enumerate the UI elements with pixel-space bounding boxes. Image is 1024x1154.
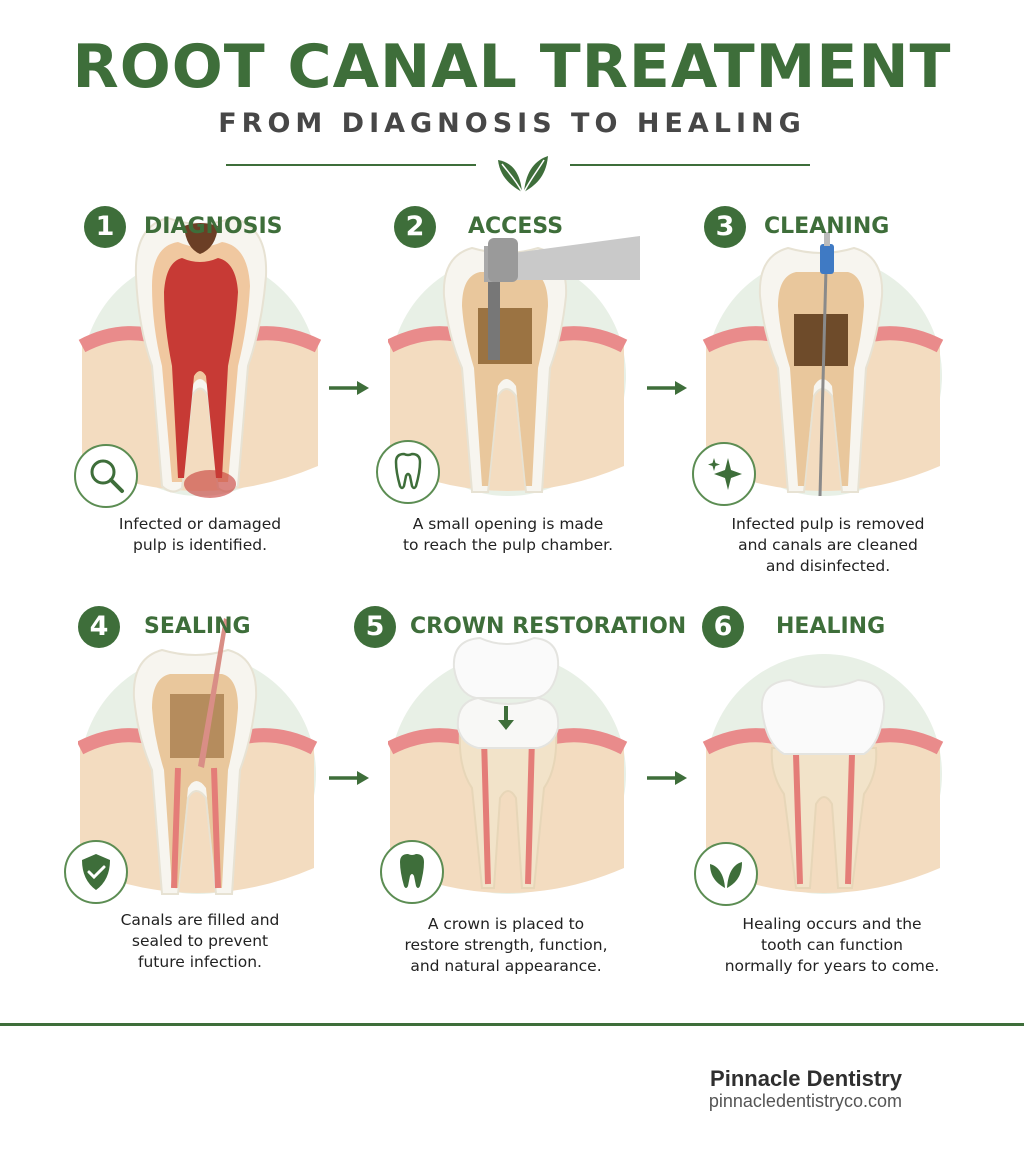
- step-title: DIAGNOSIS: [144, 214, 283, 239]
- step-title: CLEANING: [764, 214, 890, 239]
- tooth-illustration-sealing: [78, 618, 318, 895]
- step-number: 1: [84, 206, 126, 248]
- step-healing: 6 HEALING Healing occurs and the tooth c…: [694, 598, 1020, 988]
- leaf-icon: [710, 862, 742, 888]
- tooth-solid-icon: [400, 854, 424, 888]
- page-subtitle: FROM DIAGNOSIS TO HEALING: [218, 108, 806, 139]
- footer-divider: [0, 1023, 1024, 1026]
- step-icon-badge: [694, 842, 758, 906]
- step-description: Infected pulp is removed and canals are …: [731, 515, 925, 575]
- step-sealing: 4 SEALING Canals are filled and sealed t…: [64, 598, 398, 988]
- sparkle-icon: [708, 458, 742, 490]
- tooth-illustration-access: [388, 236, 640, 496]
- arrow-right-icon: [329, 381, 369, 395]
- brand-url[interactable]: pinnacledentistryco.com: [708, 1091, 902, 1111]
- step-number: 6: [702, 606, 744, 648]
- step-number: 3: [704, 206, 746, 248]
- step-crown-restoration: 5 CROWN RESTORATION A crown is placed to…: [354, 598, 708, 988]
- step-icon-badge: [64, 840, 128, 904]
- tooth-illustration-diagnosis: [78, 216, 322, 498]
- tooth-illustration-cleaning: [702, 232, 944, 497]
- step-description: Infected or damaged pulp is identified.: [118, 515, 282, 554]
- step-icon-badge: [376, 440, 440, 504]
- step-title: HEALING: [776, 614, 886, 639]
- step-description: A small opening is made to reach the pul…: [402, 515, 614, 554]
- arrow-right-icon: [647, 381, 687, 395]
- brand-name: Pinnacle Dentistry: [710, 1066, 902, 1091]
- tooth-illustration-crown: [388, 636, 628, 894]
- step-number: 5: [354, 606, 396, 648]
- magnifier-icon: [90, 459, 124, 493]
- header-rule-right: [570, 164, 810, 166]
- step-cleaning: 3 CLEANING Infected pulp is removed and …: [692, 196, 1020, 586]
- shield-check-icon: [82, 854, 110, 890]
- step-description: Healing occurs and the tooth can functio…: [724, 915, 940, 975]
- step-number: 2: [394, 206, 436, 248]
- step-access: 2 ACCESS A small opening is made to reac…: [376, 196, 708, 586]
- header-rule-left: [226, 164, 476, 166]
- step-description: Canals are filled and sealed to prevent …: [120, 911, 280, 971]
- page-title: ROOT CANAL TREATMENT: [72, 32, 952, 102]
- step-number: 4: [78, 606, 120, 648]
- arrow-right-icon: [329, 771, 369, 785]
- tooth-outline-icon: [394, 452, 422, 490]
- step-title: SEALING: [144, 614, 251, 639]
- step-title: ACCESS: [468, 214, 564, 239]
- step-title: CROWN RESTORATION: [410, 614, 687, 639]
- arrow-right-icon: [647, 771, 687, 785]
- leaf-icon: [498, 156, 548, 193]
- step-icon-badge: [380, 840, 444, 904]
- tooth-illustration-healing: [702, 654, 944, 894]
- step-icon-badge: [692, 442, 756, 506]
- step-description: A crown is placed to restore strength, f…: [404, 915, 608, 975]
- step-diagnosis: 1 DIAGNOSIS Infected or damaged pulp is …: [74, 196, 398, 586]
- step-icon-badge: [74, 444, 138, 508]
